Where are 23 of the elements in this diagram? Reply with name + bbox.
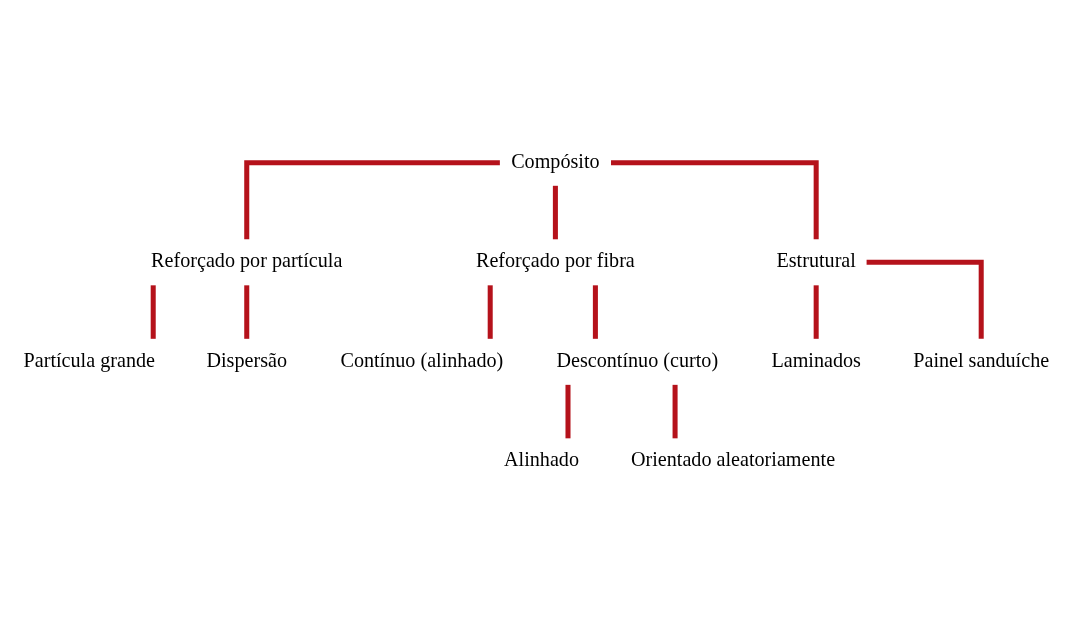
connector <box>565 384 571 438</box>
connector <box>244 284 250 339</box>
node-text: Partícula grande <box>23 348 155 371</box>
connector <box>552 185 558 239</box>
connector <box>487 284 493 339</box>
node-text: Estrutural <box>776 248 856 271</box>
connector <box>592 284 598 339</box>
connector <box>866 259 984 339</box>
connector <box>244 159 500 239</box>
node-text: Descontínuo (curto) <box>556 348 719 371</box>
connector <box>672 384 678 438</box>
node-text: Reforçado por partícula <box>151 248 343 271</box>
node-text: Painel sanduíche <box>913 348 1050 371</box>
node-text: Compósito <box>511 149 600 171</box>
connector <box>150 284 156 339</box>
node-text: Laminados <box>771 348 861 371</box>
connector <box>611 159 819 239</box>
node-text: Contínuo (alinhado) <box>340 348 504 371</box>
node-text: Reforçado por fibra <box>475 248 635 271</box>
node-text: Alinhado <box>504 447 580 470</box>
node-text: Dispersão <box>206 348 288 371</box>
connector <box>813 284 819 339</box>
node-text: Orientado aleatoriamente <box>630 447 836 470</box>
